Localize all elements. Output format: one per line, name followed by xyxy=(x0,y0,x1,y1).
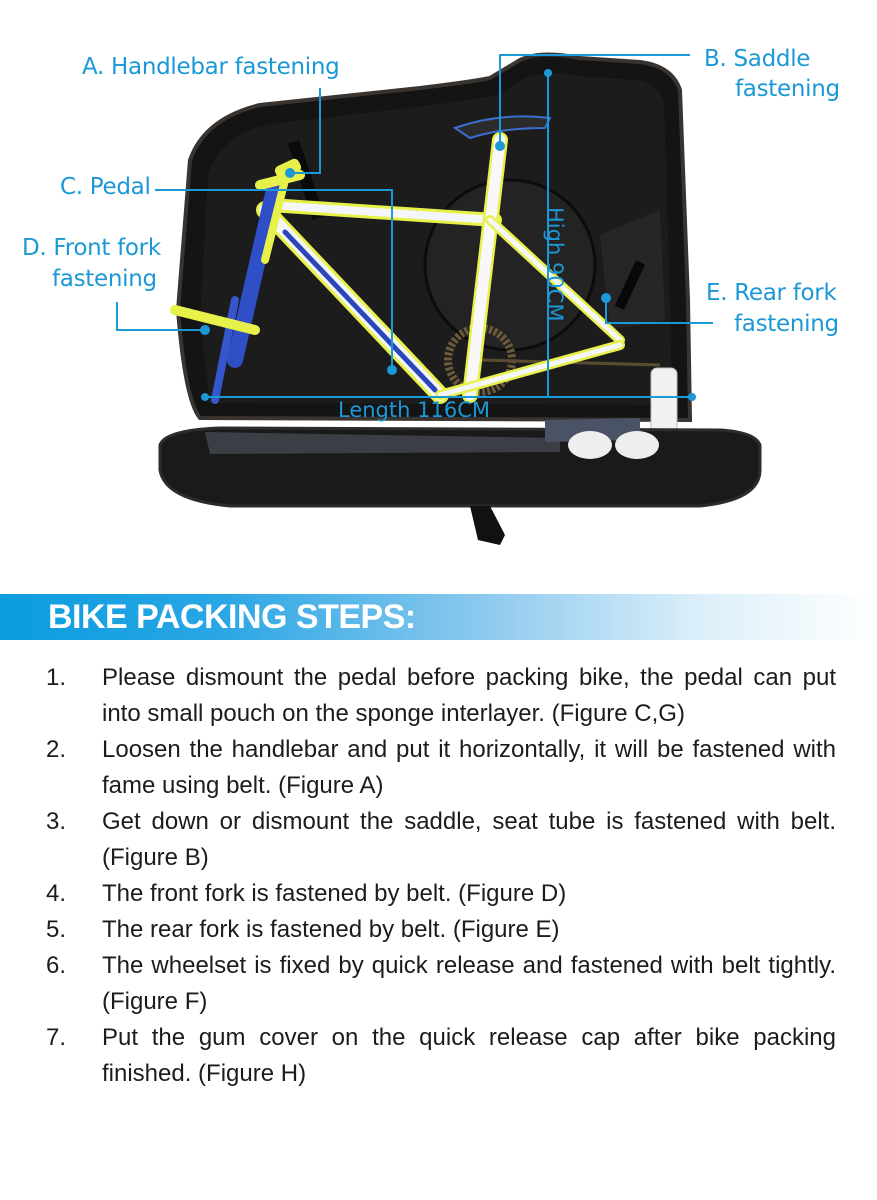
step-item: 5. The rear fork is fastened by belt. (Fi… xyxy=(46,912,836,948)
section-banner: BIKE PACKING STEPS: xyxy=(0,594,877,640)
callout-e-rear-fork-line1: E. Rear fork xyxy=(706,280,837,306)
step-text: The wheelset is fixed by quick release a… xyxy=(102,952,836,1015)
water-bottle xyxy=(650,367,678,439)
bike-frame xyxy=(170,115,625,404)
bike-case-figure: A. Handlebar fastening B. Saddle fasteni… xyxy=(0,0,877,580)
wheel-pad xyxy=(423,178,597,352)
section-title: BIKE PACKING STEPS: xyxy=(48,598,416,636)
sponge-interlayer xyxy=(205,432,560,454)
step-text: The rear fork is fastened by belt. (Figu… xyxy=(102,916,560,943)
height-dimension: High 90CM xyxy=(543,207,567,322)
step-number: 1. xyxy=(46,664,67,691)
step-number: 6. xyxy=(46,952,67,979)
step-item: 4. The front fork is fastened by belt. (F… xyxy=(46,876,836,912)
step-text: Please dismount the pedal before packing… xyxy=(102,664,836,727)
callout-a-handlebar: A. Handlebar fastening xyxy=(82,54,340,80)
step-text: Get down or dismount the saddle, seat tu… xyxy=(102,808,836,871)
callout-b-saddle-line2: fastening xyxy=(735,76,840,102)
callout-dots xyxy=(200,69,696,401)
length-dimension: Length 116CM xyxy=(338,398,490,422)
step-item: 7. Put the gum cover on the quick release… xyxy=(46,1020,836,1092)
shoe-right xyxy=(615,431,659,459)
step-number: 2. xyxy=(46,736,67,763)
step-item: 3. Get down or dismount the saddle, seat … xyxy=(46,804,836,876)
step-number: 5. xyxy=(46,916,67,943)
callout-d-front-fork-line1: D. Front fork xyxy=(22,235,161,261)
step-text: Put the gum cover on the quick release c… xyxy=(102,1024,836,1087)
step-number: 4. xyxy=(46,880,67,907)
step-number: 3. xyxy=(46,808,67,835)
step-text: Loosen the handlebar and put it horizont… xyxy=(102,736,836,799)
step-item: 2. Loosen the handlebar and put it horizo… xyxy=(46,732,836,804)
bike-case-illustration xyxy=(116,52,762,545)
callout-d-front-fork-line2: fastening xyxy=(52,266,157,292)
callout-lines xyxy=(116,54,713,398)
pouch xyxy=(545,418,640,442)
step-item: 6. The wheelset is fixed by quick release… xyxy=(46,948,836,1020)
callout-c-pedal: C. Pedal xyxy=(60,174,151,200)
rear-strap xyxy=(614,260,646,310)
step-text: The front fork is fastened by belt. (Fig… xyxy=(102,880,567,907)
callout-b-saddle-line1: B. Saddle xyxy=(704,46,811,72)
step-number: 7. xyxy=(46,1024,67,1051)
callout-e-rear-fork-line2: fastening xyxy=(734,311,839,337)
step-item: 1. Please dismount the pedal before packi… xyxy=(46,660,836,732)
packing-steps-list: 1. Please dismount the pedal before packi… xyxy=(46,660,836,1092)
shoe-left xyxy=(568,431,612,459)
case-handle xyxy=(470,506,505,545)
